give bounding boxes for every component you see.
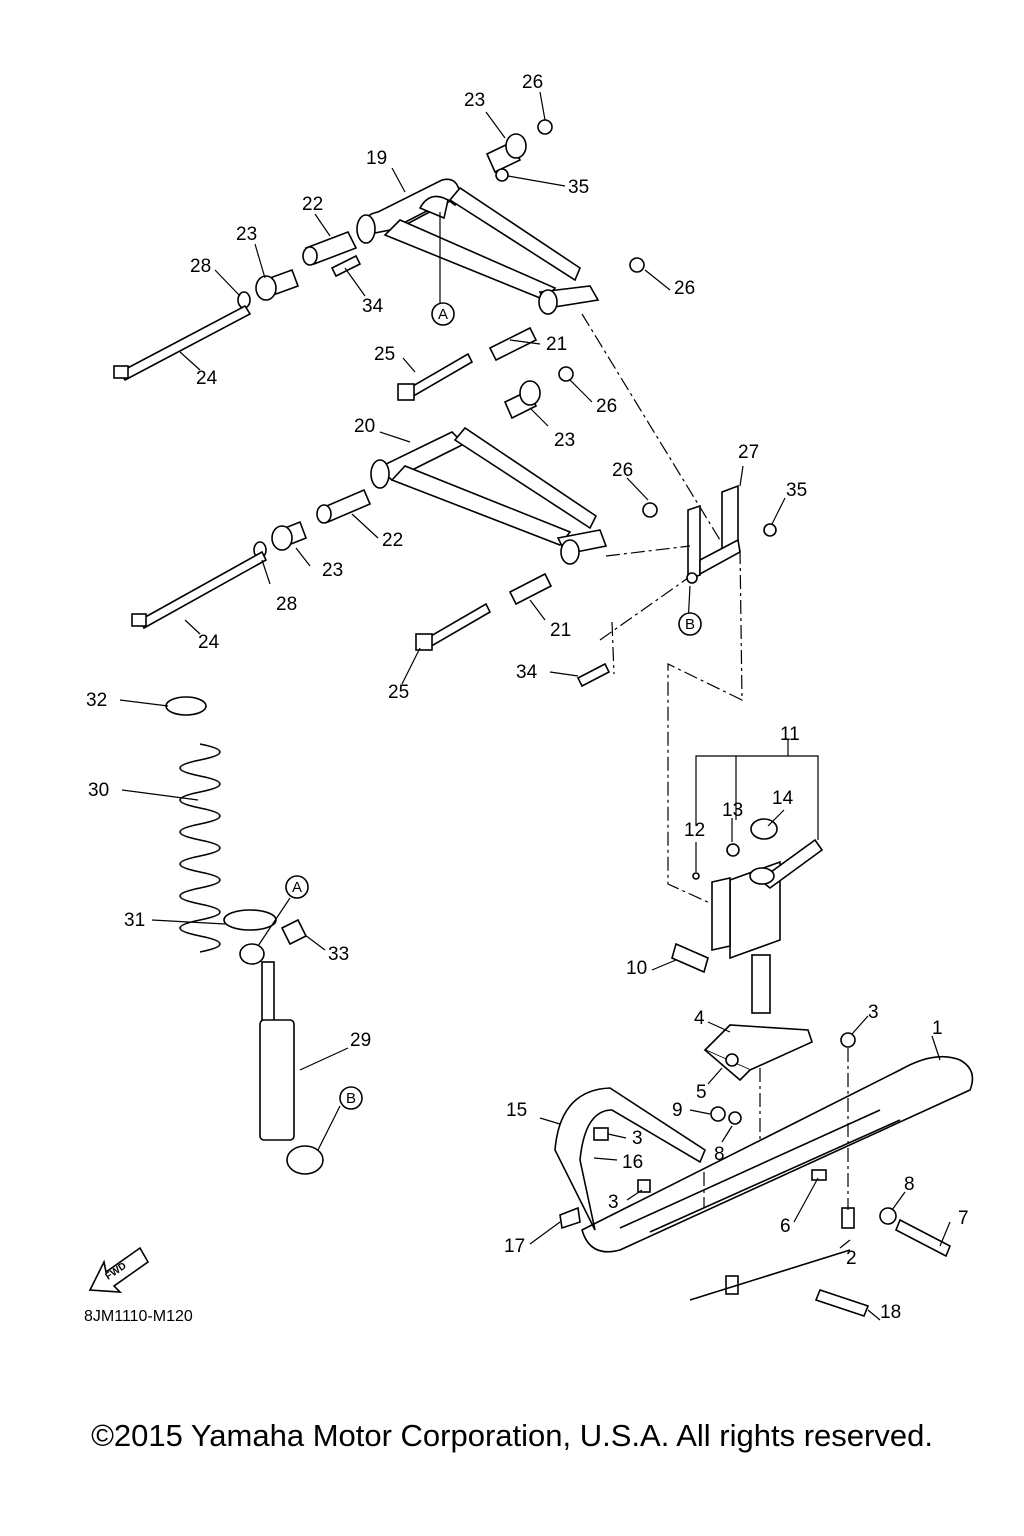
callout: 23 bbox=[236, 224, 257, 245]
callout: 8 bbox=[714, 1144, 725, 1165]
callout: 23 bbox=[322, 560, 343, 581]
callout: 6 bbox=[780, 1216, 791, 1237]
callout: 4 bbox=[694, 1008, 705, 1029]
callout: 26 bbox=[522, 72, 543, 93]
callout: 17 bbox=[504, 1236, 525, 1257]
spindle-assembly bbox=[671, 818, 824, 1014]
callout: 3 bbox=[868, 1002, 879, 1023]
callout: 10 bbox=[626, 958, 647, 979]
callout: 8 bbox=[904, 1174, 915, 1195]
ski-bracket bbox=[703, 1024, 856, 1125]
ref-b2: B bbox=[346, 1090, 356, 1107]
callout: 21 bbox=[550, 620, 571, 641]
callout: 24 bbox=[198, 632, 220, 653]
callout: 3 bbox=[632, 1128, 643, 1149]
callout: 30 bbox=[88, 780, 109, 801]
lower-a-arm bbox=[370, 426, 608, 565]
callout: 9 bbox=[672, 1100, 683, 1121]
callout: 22 bbox=[382, 530, 403, 551]
callout: 15 bbox=[506, 1100, 527, 1121]
ski bbox=[554, 1055, 974, 1317]
callout: 20 bbox=[354, 416, 375, 437]
ref-b1: B bbox=[685, 616, 695, 633]
callout: 19 bbox=[366, 148, 387, 169]
drawing-code: 8JM1110-M120 bbox=[84, 1308, 193, 1325]
shock-absorber bbox=[165, 696, 324, 1175]
callout: 27 bbox=[738, 442, 759, 463]
callout: 14 bbox=[772, 788, 794, 809]
callout: 11 bbox=[780, 724, 800, 745]
callout: 23 bbox=[464, 90, 485, 111]
callout: 34 bbox=[516, 662, 538, 683]
callout: 1 bbox=[932, 1018, 943, 1039]
callout: 35 bbox=[786, 480, 807, 501]
callout: 3 bbox=[608, 1192, 619, 1213]
lower-hardware bbox=[131, 366, 658, 688]
reference-markers: A B A B bbox=[285, 302, 702, 1110]
callout: 29 bbox=[350, 1030, 371, 1051]
callout: 35 bbox=[568, 177, 589, 198]
callout: 24 bbox=[196, 368, 218, 389]
callout-labels: 26 23 19 35 22 23 28 26 34 25 21 24 26 2… bbox=[86, 72, 969, 1323]
callout: 18 bbox=[880, 1302, 901, 1323]
ref-a2: A bbox=[292, 879, 302, 896]
callout: 5 bbox=[696, 1082, 707, 1103]
callout: 22 bbox=[302, 194, 323, 215]
fwd-arrow-icon: FWD bbox=[88, 1246, 150, 1293]
spindle-bracket bbox=[686, 484, 777, 584]
callout: 23 bbox=[554, 430, 575, 451]
callout: 32 bbox=[86, 690, 107, 711]
callout: 26 bbox=[612, 460, 633, 481]
callout: 33 bbox=[328, 944, 349, 965]
callout: 34 bbox=[362, 296, 384, 317]
upper-a-arm bbox=[356, 178, 600, 315]
callout: 28 bbox=[276, 594, 297, 615]
upper-hardware bbox=[113, 119, 645, 401]
callout: 7 bbox=[958, 1208, 969, 1229]
callout: 2 bbox=[846, 1248, 857, 1269]
copyright-notice: ©2015 Yamaha Motor Corporation, U.S.A. A… bbox=[91, 1418, 933, 1453]
callout: 13 bbox=[722, 800, 743, 821]
callout: 31 bbox=[124, 910, 145, 931]
callout: 28 bbox=[190, 256, 211, 277]
callout: 16 bbox=[622, 1152, 643, 1173]
ref-a1: A bbox=[438, 306, 448, 323]
connection-lines bbox=[581, 313, 849, 1210]
leader-lines bbox=[119, 91, 951, 1321]
callout: 26 bbox=[596, 396, 617, 417]
callout: 25 bbox=[374, 344, 395, 365]
callout: 21 bbox=[546, 334, 567, 355]
callout: 26 bbox=[674, 278, 695, 299]
callout: 25 bbox=[388, 682, 409, 703]
callout: 12 bbox=[684, 820, 705, 841]
